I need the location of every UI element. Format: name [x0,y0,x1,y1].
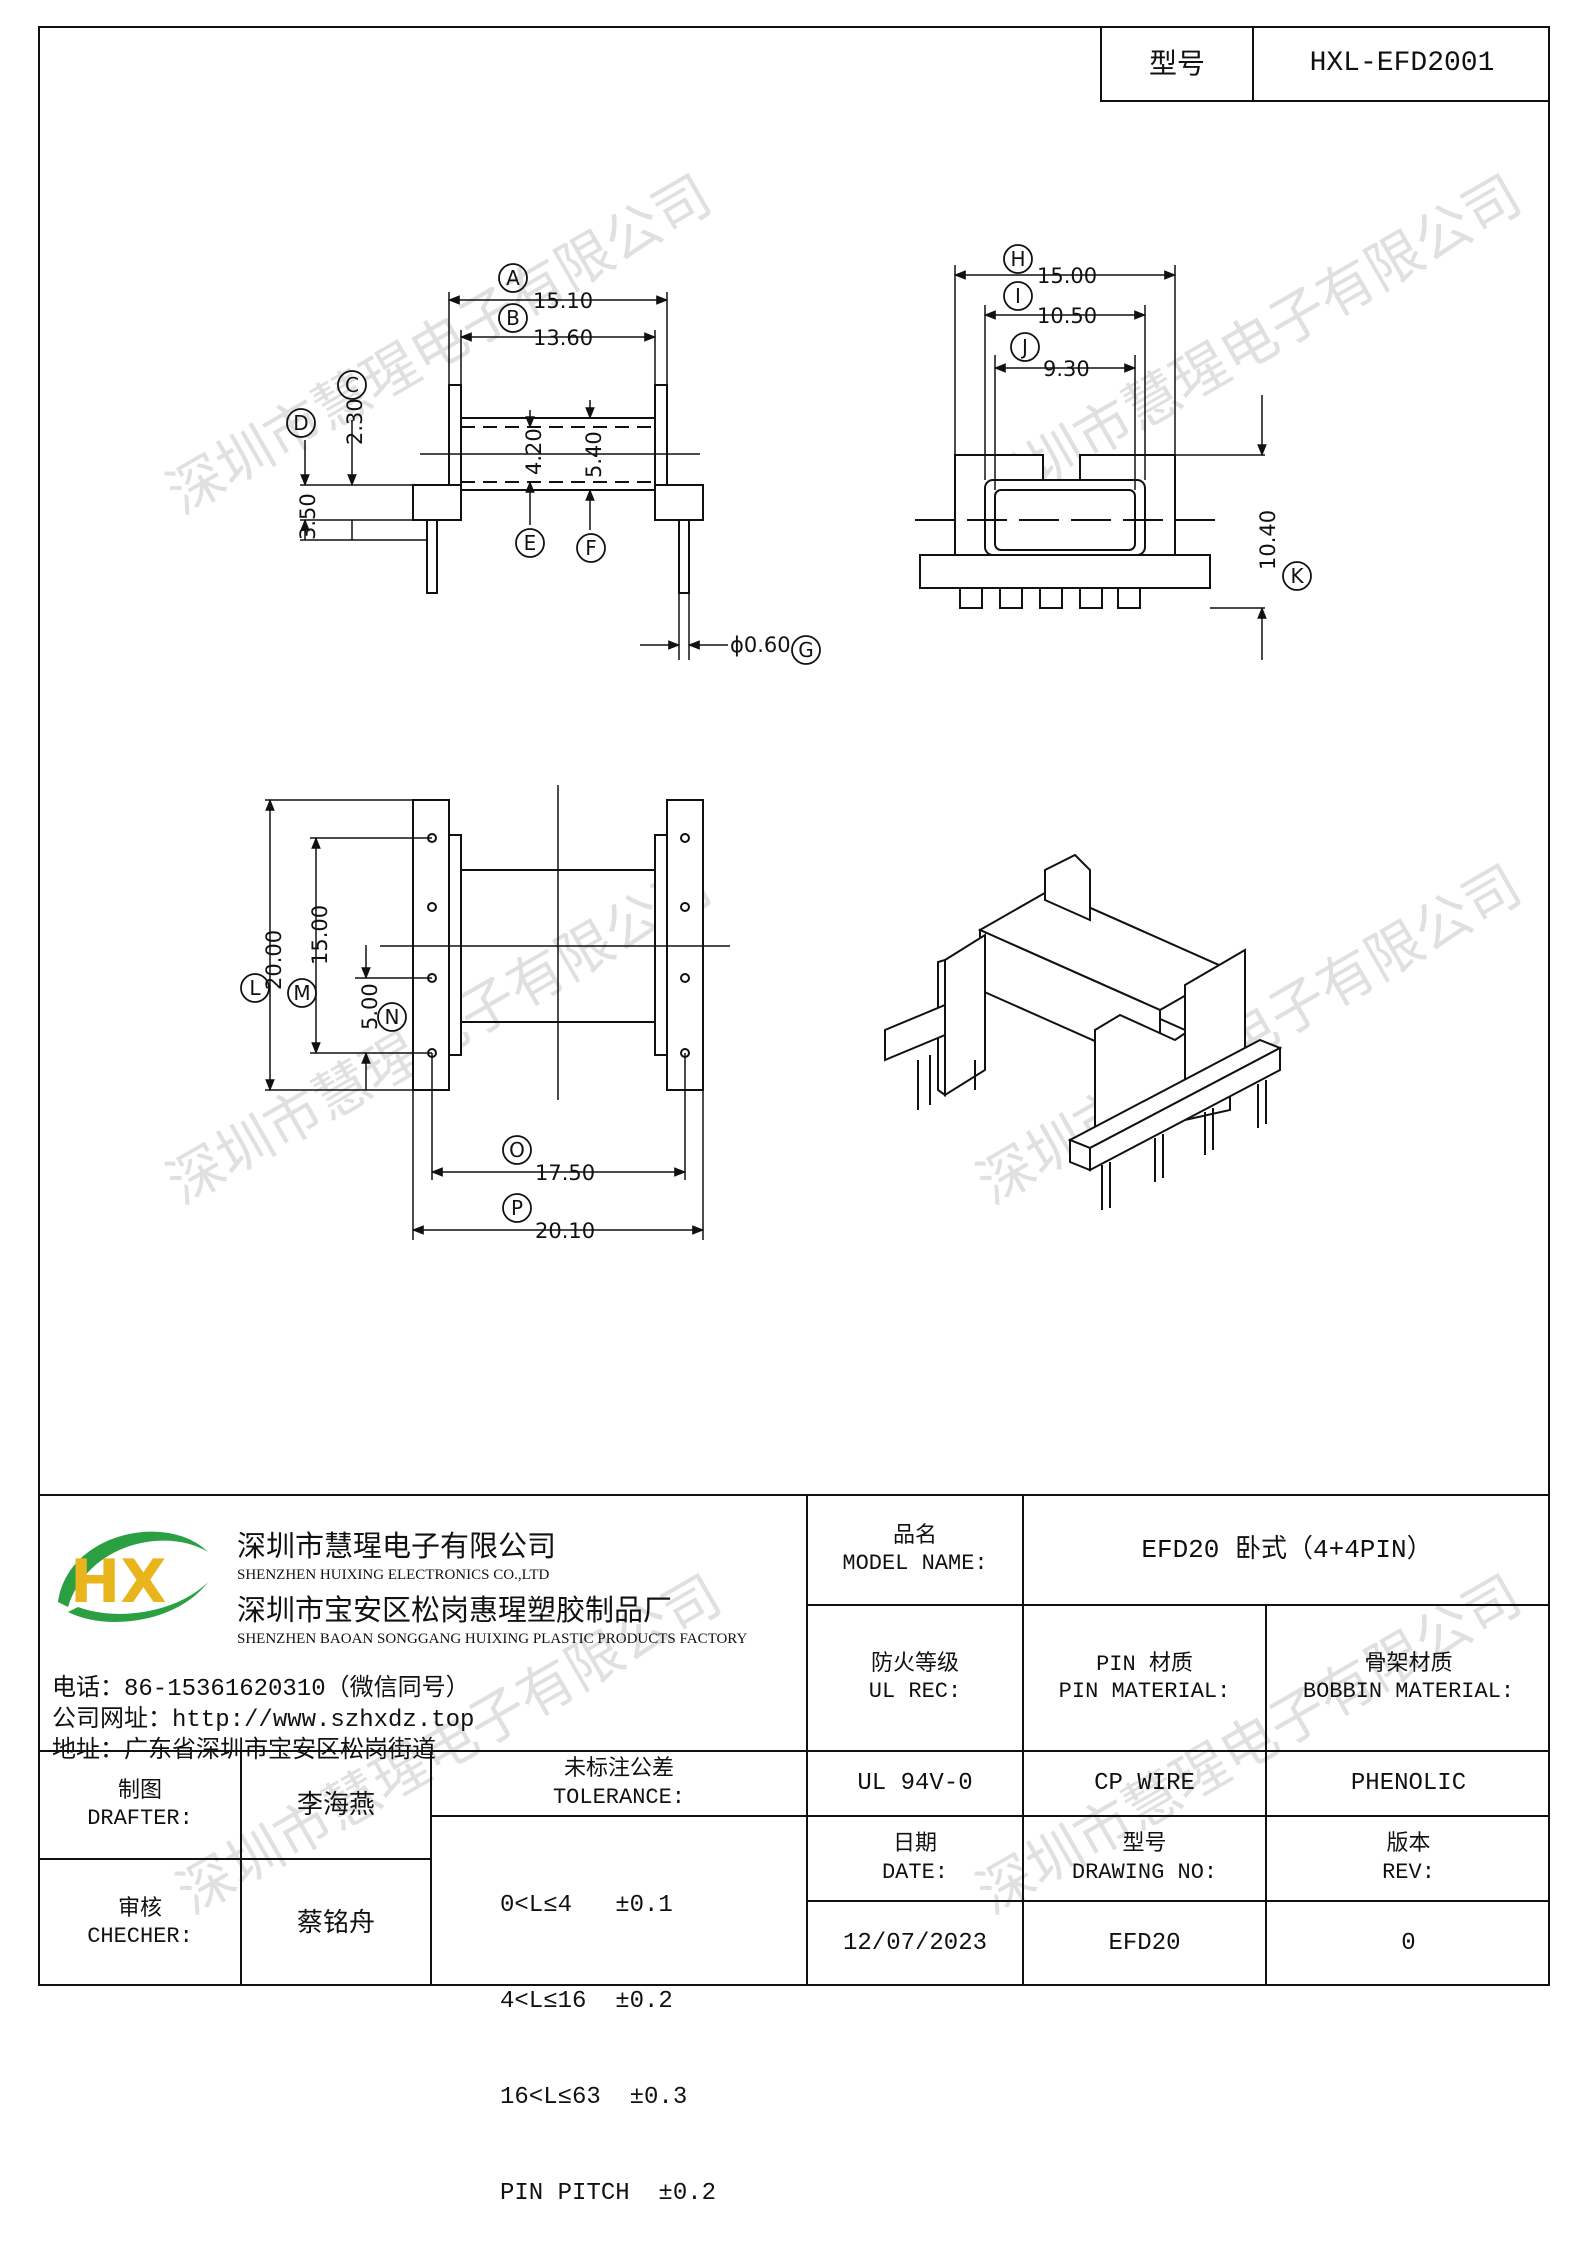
company-phone: 电话：86-15361620310（微信同号） [52,1676,470,1703]
tolerance-row: PIN PITCH ±0.2 [500,2180,717,2207]
logo-letters: HX [70,1547,166,1617]
dim-o: 17.50 [535,1161,595,1185]
checker-name: 蔡铭舟 [296,1907,375,1938]
company-logo: HX [58,1531,208,1622]
svg-text:E: E [524,531,537,555]
svg-text:C: C [345,373,359,397]
factory-name-cn: 深圳市宝安区松岗惠瑆塑胶制品厂 [237,1593,673,1627]
model-name-value: EFD20 卧式（4+4PIN） [1141,1534,1433,1565]
dim-f: 5.40 [582,431,606,478]
reference-letters: A B C D E F G H I J K L M N O P [249,247,1304,1220]
plan-view [265,785,730,1240]
company-name-en: SHENZHEN HUIXING ELECTRONICS CO.,LTD [237,1567,550,1583]
dim-a: 15.10 [533,289,593,313]
svg-text:P: P [511,1196,523,1220]
svg-text:B: B [506,306,520,330]
dim-b: 13.60 [533,326,593,350]
dim-h: 15.00 [1037,264,1097,288]
dim-n: 5.00 [358,983,382,1030]
svg-text:M: M [293,981,310,1005]
rev-value: 0 [1401,1930,1416,1957]
dim-j: 9.30 [1043,357,1090,381]
svg-text:N: N [385,1005,400,1029]
technical-drawing: A B C D E F G H I J K L M N O P 15.10 13… [240,244,1312,1243]
reference-circles [240,244,1312,1223]
drafter-name: 李海燕 [296,1789,375,1820]
front-view [300,292,728,660]
dim-e: 4.20 [522,428,546,475]
pin-material-value: CP WIRE [1094,1769,1195,1797]
svg-text:L: L [249,976,261,1000]
company-name-cn: 深圳市慧瑆电子有限公司 [237,1529,557,1563]
tolerance-row: 4<L≤16 ±0.2 [500,1988,673,2015]
svg-text:H: H [1010,247,1025,271]
dim-c: 2.30 [343,398,367,445]
date-value: 12/07/2023 [842,1930,988,1957]
dim-g: ϕ0.60 [730,633,791,657]
tolerance-row: 0<L≤4 ±0.1 [500,1892,673,1919]
dim-l: 20.00 [262,930,286,990]
dim-k: 10.40 [1256,510,1280,570]
drawing-sheet [38,26,1550,1986]
dim-i: 10.50 [1037,304,1097,328]
dimension-values: 15.10 13.60 2.30 3.50 4.20 5.40 ϕ0.60 15… [262,264,1280,1243]
fire-rating-value: UL 94V-0 [857,1769,973,1797]
company-website[interactable]: 公司网址：http://www.szhxdz.top [52,1707,475,1734]
svg-text:A: A [506,266,520,290]
svg-text:J: J [1020,335,1028,359]
factory-name-en: SHENZHEN BAOAN SONGGANG HUIXING PLASTIC … [237,1631,748,1647]
svg-text:I: I [1015,284,1021,308]
bobbin-material-value: PHENOLIC [1350,1769,1467,1797]
isometric-view [884,853,1283,1210]
dim-p: 20.10 [535,1219,595,1243]
end-view [915,265,1267,660]
header-model-box [1100,26,1550,102]
svg-text:O: O [509,1138,525,1162]
svg-text:F: F [585,536,597,560]
header-model-label: 型号 [1148,46,1205,80]
drawing-no-value: EFD20 [1108,1930,1181,1957]
svg-text:D: D [293,411,308,435]
header-model-value: HXL-EFD2001 [1309,47,1495,79]
dim-d: 3.50 [296,493,320,540]
dim-m: 15.00 [308,905,332,965]
svg-text:G: G [798,638,814,662]
svg-text:K: K [1290,564,1304,588]
tolerance-row: 16<L≤63 ±0.3 [500,2084,688,2111]
company-address: 地址：广东省深圳市宝安区松岗街道 [52,1738,436,1765]
tolerance-table: 0<L≤4 ±0.1 4<L≤16 ±0.2 16<L≤63 ±0.3 PIN … [500,1826,716,2242]
